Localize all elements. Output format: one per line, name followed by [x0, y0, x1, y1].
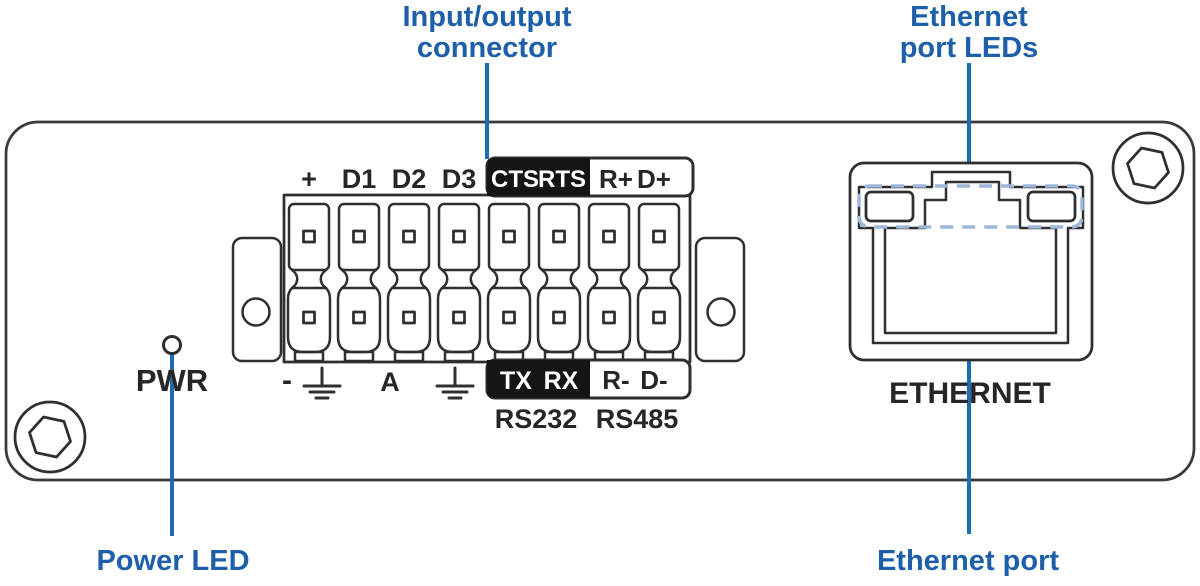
terminal-label-rx: RX: [544, 367, 579, 395]
rj45-opening-outer: [857, 170, 1085, 345]
terminal-label-d1: D1: [342, 164, 377, 194]
io-terminal-block: + D1 D2 D3 CTS RTS R+ D+ - A TX RX R- D-…: [231, 156, 746, 434]
callout-io-connector: Input/output connector: [402, 1, 571, 64]
terminal-label-rts: RTS: [538, 166, 586, 193]
rs232-label: RS232: [495, 404, 578, 434]
terminal-label-r-minus: R-: [602, 365, 629, 395]
ethernet-port: ETHERNET: [848, 161, 1094, 410]
terminal-label-d-minus: D-: [640, 365, 667, 395]
pwr-label: PWR: [136, 363, 208, 398]
callout-power-led: Power LED: [96, 545, 249, 577]
rs485-label: RS485: [596, 404, 679, 434]
terminal-label-d3: D3: [442, 164, 477, 194]
ethernet-led-right: [1026, 190, 1077, 223]
led-highlight-dashed-box: [857, 184, 1084, 229]
terminal-label-plus: +: [301, 164, 317, 194]
mounting-flange-left: [231, 236, 283, 363]
rj45-outer: [848, 161, 1094, 362]
terminal-label-r-plus: R+: [599, 164, 633, 194]
callout-io-connector-line2: connector: [417, 32, 557, 64]
terminal-label-a: A: [380, 367, 400, 397]
power-led-indicator: [162, 335, 182, 355]
ethernet-label: ETHERNET: [889, 377, 1051, 410]
rj45-opening-inner: [883, 180, 1058, 335]
callout-eth-leds-line1: Ethernet: [910, 1, 1028, 33]
mounting-flange-right: [694, 236, 746, 363]
terminal-label-d2: D2: [392, 164, 427, 194]
terminal-label-cts: CTS: [491, 166, 539, 193]
serial-top-label-box: [487, 158, 590, 196]
terminal-label-minus: -: [282, 364, 292, 397]
terminal-label-tx: TX: [500, 367, 532, 395]
ethernet-led-left: [864, 190, 915, 223]
flange-screw-hole: [241, 297, 271, 327]
terminal-label-d-plus: D+: [637, 164, 671, 194]
flange-screw-hole: [706, 297, 736, 327]
serial-bottom-label-box: [487, 360, 590, 398]
callout-io-connector-line1: Input/output: [402, 1, 571, 33]
callout-ethernet-port: Ethernet port: [877, 545, 1059, 577]
callout-eth-leds-line2: port LEDs: [900, 32, 1039, 64]
callout-ethernet-leds: Ethernet port LEDs: [900, 1, 1039, 64]
panel-outline: [4, 120, 1196, 482]
